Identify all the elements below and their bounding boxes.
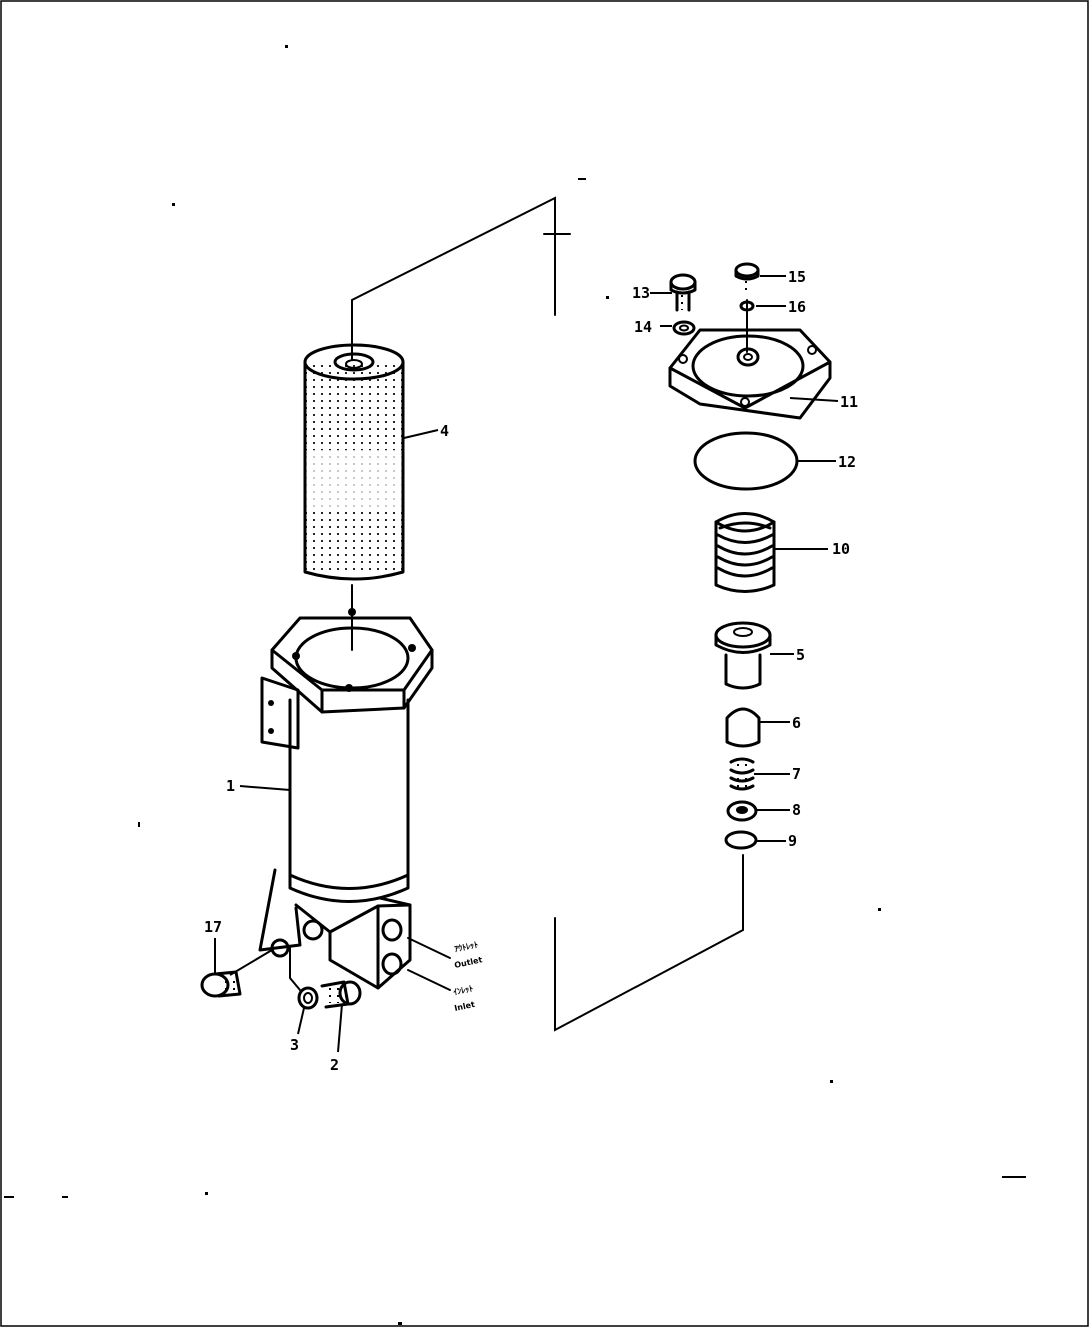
callout-2: 2 xyxy=(330,1056,339,1074)
callout-1: 1 xyxy=(226,777,235,795)
filter-element xyxy=(303,343,405,581)
bolt-13 xyxy=(650,273,697,312)
callout-13: 13 xyxy=(632,284,650,302)
inlet-label-jp: ｲﾝﾚｯﾄ xyxy=(453,984,474,997)
spring-10 xyxy=(714,512,828,593)
inlet-label-en: Inlet xyxy=(454,1000,476,1013)
scan-specks xyxy=(4,45,1026,1325)
callout-17: 17 xyxy=(204,918,222,936)
callout-9: 9 xyxy=(788,832,797,850)
washer-14 xyxy=(660,320,696,336)
callout-7: 7 xyxy=(792,765,801,783)
bolt-15 xyxy=(734,262,786,295)
callout-10: 10 xyxy=(832,540,850,558)
callout-14: 14 xyxy=(634,318,652,336)
leader-1 xyxy=(239,785,291,791)
cover-11 xyxy=(668,328,839,420)
leader-4 xyxy=(403,429,439,439)
callout-12: 12 xyxy=(838,453,856,471)
valve-6 xyxy=(725,707,790,748)
o-ring-12 xyxy=(693,431,836,491)
filter-housing xyxy=(258,608,451,991)
callout-6: 6 xyxy=(792,714,801,732)
snap-ring-9 xyxy=(724,830,786,850)
callout-16: 16 xyxy=(788,298,806,316)
callout-5: 5 xyxy=(796,646,805,664)
port-labels: ｱｳﾄﾚｯﾄ Outlet ｲﾝﾚｯﾄ Inlet xyxy=(453,940,484,1013)
washer-16 xyxy=(739,300,786,312)
callout-11: 11 xyxy=(840,393,858,411)
valve-5 xyxy=(714,621,794,690)
plug-2-washer-3 xyxy=(297,980,362,1053)
spring-7 xyxy=(729,757,790,792)
callout-15: 15 xyxy=(788,268,806,286)
washer-8 xyxy=(726,800,790,822)
plug-17 xyxy=(200,938,273,998)
callout-labels: 1 2 3 4 5 6 7 8 9 10 11 12 13 14 15 16 1… xyxy=(204,268,858,1074)
outlet-label-jp: ｱｳﾄﾚｯﾄ xyxy=(454,940,479,954)
outlet-label-en: Outlet xyxy=(454,955,484,970)
callout-4: 4 xyxy=(440,422,449,440)
callout-8: 8 xyxy=(792,801,801,819)
callout-3: 3 xyxy=(290,1036,299,1054)
